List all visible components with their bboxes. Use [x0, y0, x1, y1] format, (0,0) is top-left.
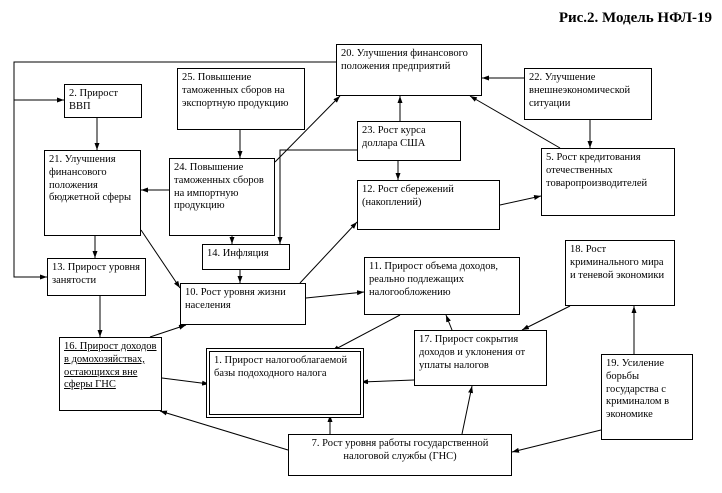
node-2-gdp-growth: 2. Прирост ВВП	[64, 84, 142, 118]
edge-18-to-17	[521, 305, 571, 331]
node-1-income-tax-base-growth: 1. Прирост налогооблагаемой базы подоход…	[209, 351, 361, 415]
node-23-dollar-rate-growth: 23. Рост курса доллара США	[357, 121, 461, 161]
node-16-household-income-outside-gns: 16. Прирост доходов в домохозяйствах, ос…	[59, 337, 162, 411]
node-14-inflation: 14. Инфляция	[202, 244, 290, 270]
node-25-export-customs-duties: 25. Повышение таможенных сборов на экспо…	[177, 68, 305, 130]
edge-7-to-17	[461, 385, 474, 435]
edge-21-to-10	[140, 229, 181, 289]
node-7-gns-work-level-growth: 7. Рост уровня работы государственной на…	[288, 434, 512, 476]
node-18-criminal-shadow-economy: 18. Рост криминального мира и теневой эк…	[565, 240, 675, 306]
node-22-foreign-economic-situation: 22. Улучшение внешнеэкономической ситуац…	[524, 68, 652, 120]
edge-19-to-7	[511, 429, 602, 453]
edge-5-to-20	[469, 95, 561, 149]
edge-7-to-16	[159, 410, 289, 451]
node-19-state-fight-against-crime: 19. Усиление борьбы государства с кримин…	[601, 354, 693, 440]
node-24-import-customs-duties: 24. Повышение таможенных сборов на импор…	[169, 158, 275, 236]
node-11-taxable-income-growth: 11. Прирост объема доходов, реально подл…	[364, 257, 520, 315]
node-12-savings-growth: 12. Рост сбережений (накоплений)	[357, 180, 500, 230]
node-13-employment-growth: 13. Прирост уровня занятости	[47, 258, 146, 296]
node-10-living-standard-growth: 10. Рост уровня жизни населения	[180, 283, 306, 325]
edge-10-to-12	[299, 221, 358, 284]
edge-16-to-10	[149, 324, 187, 338]
node-21-budget-sphere-finances: 21. Улучшения финансового положения бюдж…	[44, 150, 141, 236]
edge-17-to-11	[445, 314, 453, 331]
node-17-income-concealment-growth: 17. Прирост сокрытия доходов и уклонения…	[414, 330, 547, 386]
node-5-domestic-producer-lending: 5. Рост кредитования отечественных товар…	[541, 148, 675, 216]
edge-11-to-1	[331, 314, 401, 352]
figure-title: Рис.2. Модель НФЛ-19	[558, 10, 712, 26]
edge-24-to-20	[274, 95, 341, 163]
edge-20-to-13	[13, 61, 336, 280]
edge-16-to-1	[161, 377, 210, 386]
node-20-enterprise-finances: 20. Улучшения финансового положения пред…	[336, 44, 482, 96]
edge-10-to-11	[305, 290, 365, 299]
edge-12-to-5	[499, 195, 542, 206]
edge-23-to-14	[277, 149, 357, 244]
edge-17-to-1	[360, 379, 415, 385]
